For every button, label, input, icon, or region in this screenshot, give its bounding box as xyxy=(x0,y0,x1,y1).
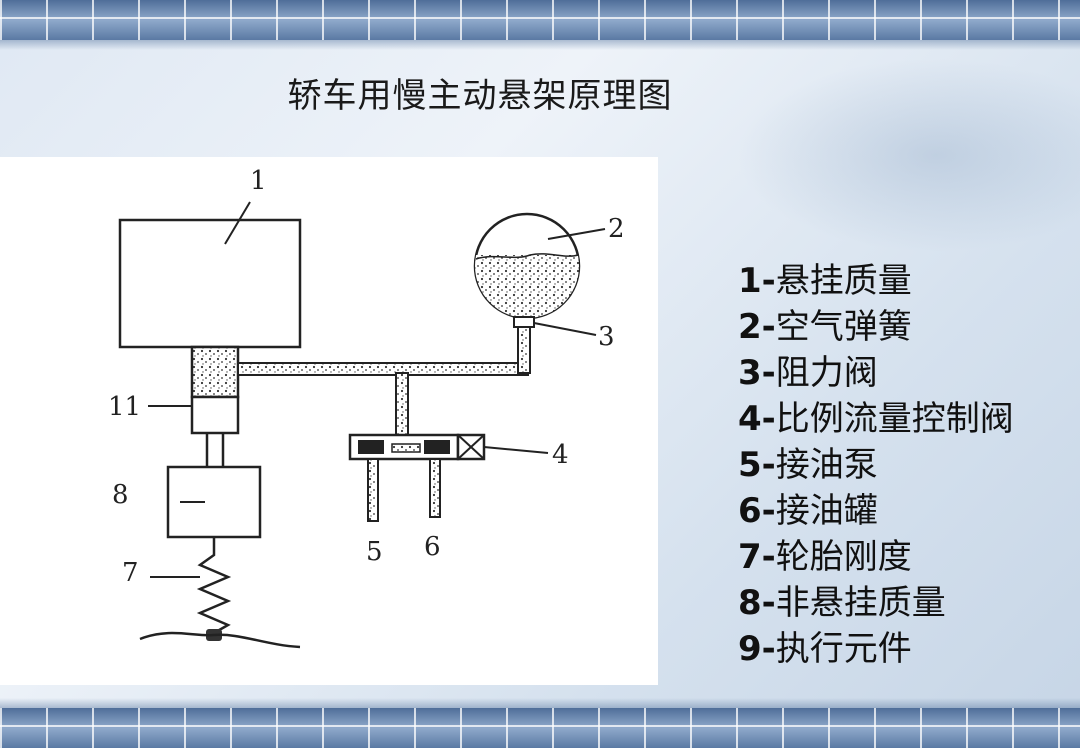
top-brick-border xyxy=(0,0,1080,50)
bottom-brick-border xyxy=(0,698,1080,748)
legend-item: 3-阻力阀 xyxy=(738,353,878,393)
road-surface xyxy=(139,631,301,649)
valve-spool-right xyxy=(424,440,450,454)
leader-line-3 xyxy=(533,322,597,336)
leader-line-4 xyxy=(483,446,549,454)
valve-spool-middle xyxy=(391,443,421,453)
legend-text: 执行元件 xyxy=(775,629,912,669)
legend-num: 1 xyxy=(738,261,762,301)
main-pipe xyxy=(237,362,529,376)
legend-text: 接油罐 xyxy=(775,491,878,531)
pump-line xyxy=(367,458,379,522)
legend-num: 2 xyxy=(738,307,762,347)
label-4: 4 xyxy=(552,440,569,470)
legend-item: 4-比例流量控制阀 xyxy=(738,399,1014,439)
leader-line-2 xyxy=(547,228,606,240)
component-legend: 1-悬挂质量 2-空气弹簧 3-阻力阀 4-比例流量控制阀 5-接油泵 6-接油… xyxy=(738,258,1014,672)
legend-item: 7-轮胎刚度 xyxy=(738,537,912,577)
label-1: 1 xyxy=(250,166,267,196)
legend-num: 4 xyxy=(738,399,762,439)
legend-item: 8-非悬挂质量 xyxy=(738,583,946,623)
legend-item: 6-接油罐 xyxy=(738,491,878,531)
valve-spool-left xyxy=(358,440,384,454)
actuator-piston xyxy=(190,395,240,435)
suspension-diagram-panel: 1 11 8 7 2 3 xyxy=(0,157,658,685)
label-6: 6 xyxy=(424,532,441,562)
damping-valve xyxy=(513,316,535,328)
legend-num: 7 xyxy=(738,537,762,577)
label-11: 11 xyxy=(108,392,141,422)
fluid-surface xyxy=(475,253,579,260)
label-5: 5 xyxy=(366,537,383,567)
tire-spring xyxy=(196,537,232,635)
actuator-chamber xyxy=(190,345,240,399)
legend-item: 5-接油泵 xyxy=(738,445,878,485)
legend-num: 9 xyxy=(738,629,762,669)
sprung-mass-box xyxy=(118,218,302,349)
legend-text: 空气弹簧 xyxy=(775,307,912,347)
tank-line xyxy=(429,458,441,518)
legend-text: 轮胎刚度 xyxy=(775,537,912,577)
legend-text: 阻力阀 xyxy=(775,353,878,393)
suspension-diagram: 1 11 8 7 2 3 xyxy=(108,166,625,649)
legend-text: 比例流量控制阀 xyxy=(775,399,1014,439)
legend-text: 非悬挂质量 xyxy=(775,583,946,623)
air-spring-fluid xyxy=(475,255,579,318)
background-decoration xyxy=(720,50,1080,260)
solenoid-cross-b xyxy=(457,434,485,460)
valve-feed-pipe xyxy=(395,372,409,436)
label-3: 3 xyxy=(598,322,615,352)
label-7: 7 xyxy=(122,558,139,588)
legend-item: 9-执行元件 xyxy=(738,629,912,669)
legend-text: 接油泵 xyxy=(775,445,878,485)
slide-title: 轿车用慢主动悬架原理图 xyxy=(287,76,673,116)
riser-pipe xyxy=(517,321,531,374)
legend-num: 8 xyxy=(738,583,762,623)
legend-text: 悬挂质量 xyxy=(775,261,912,301)
legend-item: 2-空气弹簧 xyxy=(738,307,912,347)
label-2: 2 xyxy=(608,214,625,244)
legend-item: 1-悬挂质量 xyxy=(738,261,912,301)
legend-num: 6 xyxy=(738,491,762,531)
legend-num: 5 xyxy=(738,445,762,485)
leader-line-1 xyxy=(224,201,251,245)
label-8: 8 xyxy=(112,480,129,510)
legend-num: 3 xyxy=(738,353,762,393)
